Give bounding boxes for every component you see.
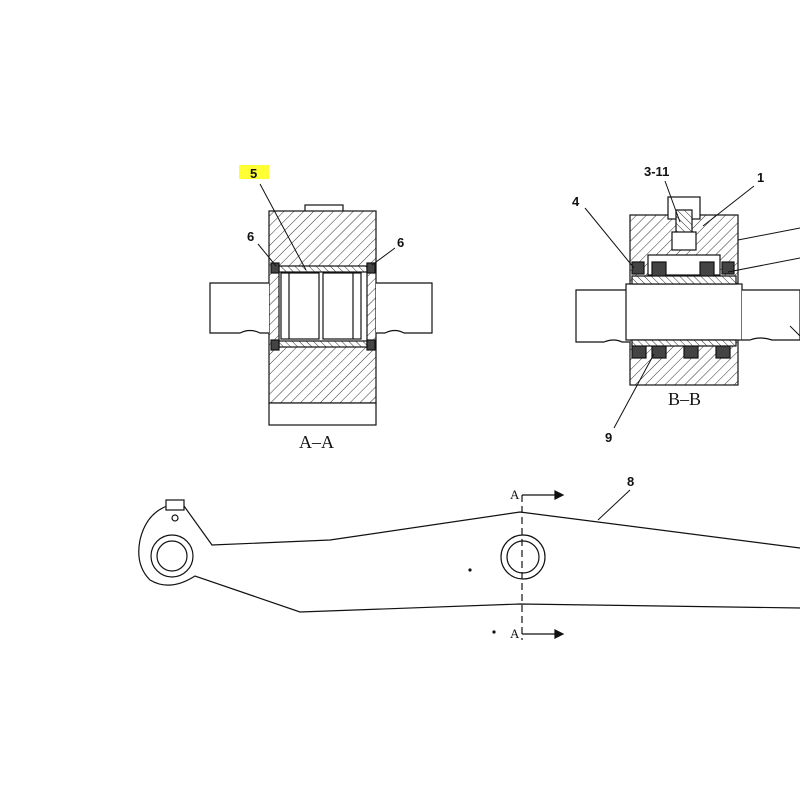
leader-1 [702, 185, 755, 227]
callout-9[interactable]: 9 [605, 430, 612, 445]
leader-3-11 [664, 180, 681, 223]
callout-8[interactable]: 8 [627, 474, 634, 489]
cut-mark-bottom: A [510, 626, 520, 641]
callout-6-left[interactable]: 6 [247, 229, 254, 244]
callout-5[interactable]: 5 [250, 166, 257, 181]
highlight-marker [239, 165, 269, 179]
leader-6-right [371, 247, 396, 266]
callout-3-11[interactable]: 3-11 [644, 164, 669, 179]
lever-arm [138, 499, 800, 634]
section-b-b-view [575, 196, 800, 386]
section-cut-line [521, 490, 565, 640]
leader-5 [259, 183, 307, 271]
leader-8 [597, 489, 631, 521]
cut-mark-top: A [510, 487, 520, 502]
leader-right-lower [727, 257, 800, 273]
leader-9 [613, 353, 655, 429]
leader-right-upper [737, 227, 800, 241]
leader-6-left [257, 243, 277, 267]
leader-4 [584, 207, 635, 269]
leader-right-shaft [789, 325, 800, 337]
section-label-a-a: A–A [299, 432, 334, 452]
callout-6-right[interactable]: 6 [397, 235, 404, 250]
callout-4[interactable]: 4 [572, 194, 580, 209]
callout-1[interactable]: 1 [757, 170, 764, 185]
section-a-a-view [209, 204, 433, 426]
section-label-b-b: B–B [668, 389, 701, 409]
